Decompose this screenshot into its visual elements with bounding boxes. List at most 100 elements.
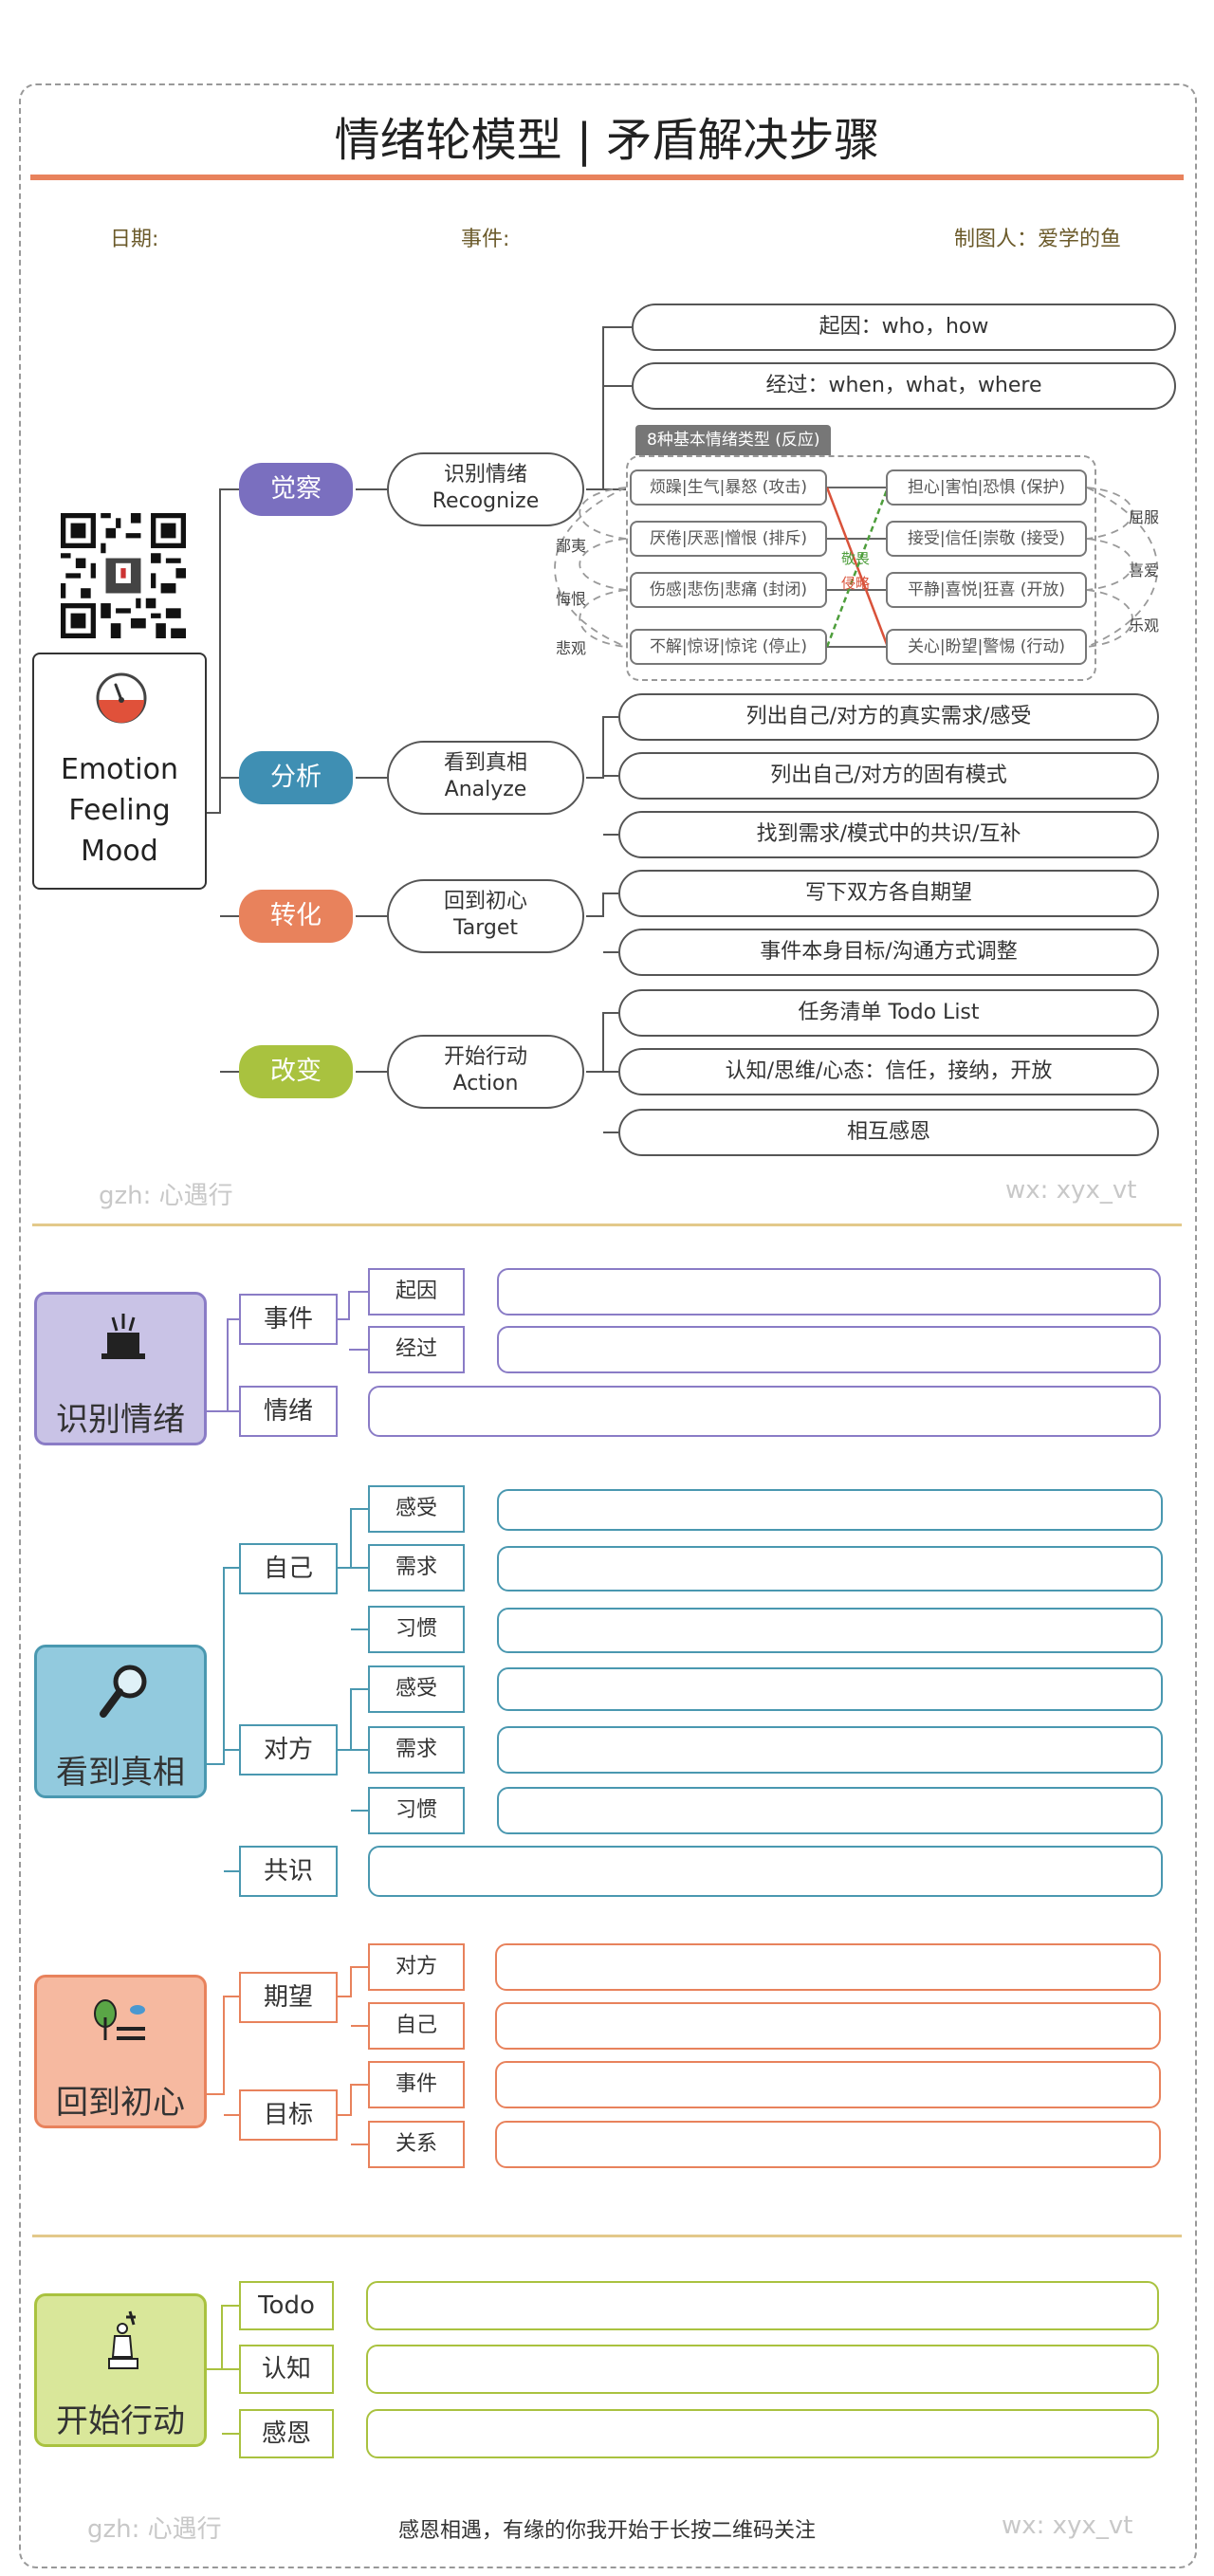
emotion-center-box: Emotion Feeling Mood (32, 653, 207, 890)
emotion-left-4: 不解|惊讶|惊诧 (停止) (630, 629, 827, 665)
recognize-cause[interactable]: 起因：who，how (632, 304, 1176, 351)
cross-label-awe: 敬畏 (841, 550, 871, 567)
ws-sublabel-exp-self: 自己 (368, 2002, 465, 2050)
center-line-emotion: Emotion (61, 753, 178, 786)
ws-input-self-need[interactable] (497, 1546, 1163, 1592)
watermark-left: gzh: 心遇行 (99, 1182, 233, 1210)
ws-input-consensus[interactable] (368, 1846, 1163, 1897)
ws-label-other: 对方 (239, 1724, 338, 1776)
footer-watermark-left: gzh: 心遇行 (87, 2515, 222, 2544)
page-frame (19, 83, 1197, 2568)
action-item-2[interactable]: 认知/思维/心态：信任，接纳，开放 (618, 1048, 1159, 1095)
ws-input-exp-other[interactable] (495, 1943, 1161, 1991)
worksheet-target-card: 回到初心 (34, 1975, 207, 2128)
worksheet-recognize-card: 识别情绪 (34, 1292, 207, 1445)
side-right-2: 喜爱 (1129, 561, 1160, 580)
emotion-panel-title: 8种基本情绪类型 (反应) (635, 425, 832, 455)
step-pill-aware[interactable]: 觉察 (239, 463, 353, 516)
emotion-types-panel (626, 455, 1096, 681)
ws-sublabel-other-need: 需求 (368, 1726, 465, 1774)
magic-hat-icon (101, 1314, 145, 1359)
ws-input-other-feeling[interactable] (497, 1667, 1163, 1711)
ws-sublabel-goal-relation: 关系 (368, 2121, 465, 2168)
ws-sublabel-goal-event: 事件 (368, 2061, 465, 2108)
analyze-item-2[interactable]: 列出自己/对方的固有模式 (618, 752, 1159, 800)
ws-input-process[interactable] (497, 1326, 1161, 1373)
center-line-feeling: Feeling (68, 794, 171, 827)
ws-sublabel-self-habit: 习惯 (368, 1606, 465, 1653)
ws-input-exp-self[interactable] (495, 2002, 1161, 2050)
step-pill-analyze[interactable]: 分析 (239, 751, 353, 804)
oval-action-cn: 开始行动 (443, 1045, 527, 1069)
analyze-item-3[interactable]: 找到需求/模式中的共识/互补 (618, 811, 1159, 858)
ws-input-emotion[interactable] (368, 1386, 1161, 1437)
ws-input-cognition[interactable] (366, 2345, 1159, 2394)
ws-sublabel-self-feeling: 感受 (368, 1485, 465, 1533)
oval-analyze[interactable]: 看到真相 Analyze (387, 741, 584, 815)
step-pill-transform[interactable]: 转化 (239, 890, 353, 943)
footer-note: 感恩相遇，有缘的你我开始于长按二维码关注 (397, 2519, 816, 2543)
magnifier-icon (100, 1665, 147, 1718)
ws-sublabel-cause: 起因 (368, 1268, 465, 1316)
author-label: 制图人：爱学的鱼 (954, 228, 1122, 251)
oval-target[interactable]: 回到初心 Target (387, 879, 584, 953)
event-label: 事件: (461, 228, 510, 251)
target-item-1[interactable]: 写下双方各自期望 (618, 870, 1159, 917)
footer-watermark-right: wx: xyx_vt (1002, 2512, 1133, 2540)
ws-label-consensus: 共识 (239, 1846, 338, 1897)
oval-recognize-en: Recognize (432, 489, 540, 513)
step-pill-change[interactable]: 改变 (239, 1045, 353, 1098)
ws-input-other-habit[interactable] (497, 1787, 1163, 1834)
worksheet-analyze-card: 看到真相 (34, 1645, 207, 1798)
ws-input-other-need[interactable] (497, 1726, 1163, 1774)
plant-desk-icon (94, 1999, 145, 2040)
ws-sublabel-other-habit: 习惯 (368, 1787, 465, 1834)
worksheet-recognize-title: 识别情绪 (56, 1401, 185, 1439)
ws-input-goal-relation[interactable] (495, 2121, 1161, 2168)
ws-input-todo[interactable] (366, 2281, 1159, 2330)
page-title: 情绪轮模型 | 矛盾解决步骤 (334, 114, 880, 167)
action-item-3[interactable]: 相互感恩 (618, 1109, 1159, 1156)
ws-sublabel-other-feeling: 感受 (368, 1665, 465, 1713)
emotion-left-1: 烦躁|生气|暴怒 (攻击) (630, 469, 827, 506)
side-right-1: 屈服 (1129, 508, 1160, 526)
oval-target-en: Target (452, 916, 519, 940)
ws-input-self-feeling[interactable] (497, 1489, 1163, 1531)
emotion-right-3: 平静|喜悦|狂喜 (开放) (886, 572, 1087, 608)
ws-label-goal: 目标 (239, 2089, 338, 2141)
analyze-item-1[interactable]: 列出自己/对方的真实需求/感受 (618, 693, 1159, 741)
ws-label-emotion: 情绪 (239, 1386, 338, 1437)
oval-action[interactable]: 开始行动 Action (387, 1035, 584, 1109)
ws-input-gratitude[interactable] (366, 2409, 1159, 2458)
date-label: 日期: (110, 228, 159, 251)
oval-analyze-cn: 看到真相 (443, 751, 527, 775)
ws-label-todo: Todo (239, 2281, 334, 2330)
oval-recognize[interactable]: 识别情绪 Recognize (387, 452, 584, 526)
target-item-2[interactable]: 事件本身目标/沟通方式调整 (618, 929, 1159, 976)
worksheet-action-card: 开始行动 (34, 2293, 207, 2447)
section-divider-2 (32, 2235, 1182, 2237)
ws-input-cause[interactable] (497, 1268, 1161, 1316)
emotion-right-4: 关心|盼望|警惕 (行动) (886, 629, 1087, 665)
ws-input-self-habit[interactable] (497, 1608, 1163, 1653)
worksheet-action-title: 开始行动 (56, 2402, 185, 2440)
ws-sublabel-exp-other: 对方 (368, 1943, 465, 1991)
oval-target-cn: 回到初心 (443, 890, 527, 913)
ws-input-goal-event[interactable] (495, 2061, 1161, 2108)
emotion-left-3: 伤感|悲伤|悲痛 (封闭) (630, 572, 827, 608)
oval-action-en: Action (452, 1072, 519, 1095)
statue-icon (108, 2310, 138, 2369)
recognize-process[interactable]: 经过：when，what，where (632, 362, 1176, 410)
qr-code[interactable] (61, 512, 186, 639)
side-right-3: 乐观 (1129, 616, 1160, 635)
ws-label-gratitude: 感恩 (239, 2409, 334, 2458)
ws-label-expectation: 期望 (239, 1972, 338, 2023)
side-left-3: 悲观 (556, 639, 587, 657)
action-item-1[interactable]: 任务清单 Todo List (618, 989, 1159, 1037)
title-divider (30, 175, 1184, 180)
emotion-right-1: 担心|害怕|恐惧 (保护) (886, 469, 1087, 506)
ws-sublabel-process: 经过 (368, 1326, 465, 1373)
ws-label-self: 自己 (239, 1543, 338, 1594)
center-line-mood: Mood (81, 835, 158, 868)
